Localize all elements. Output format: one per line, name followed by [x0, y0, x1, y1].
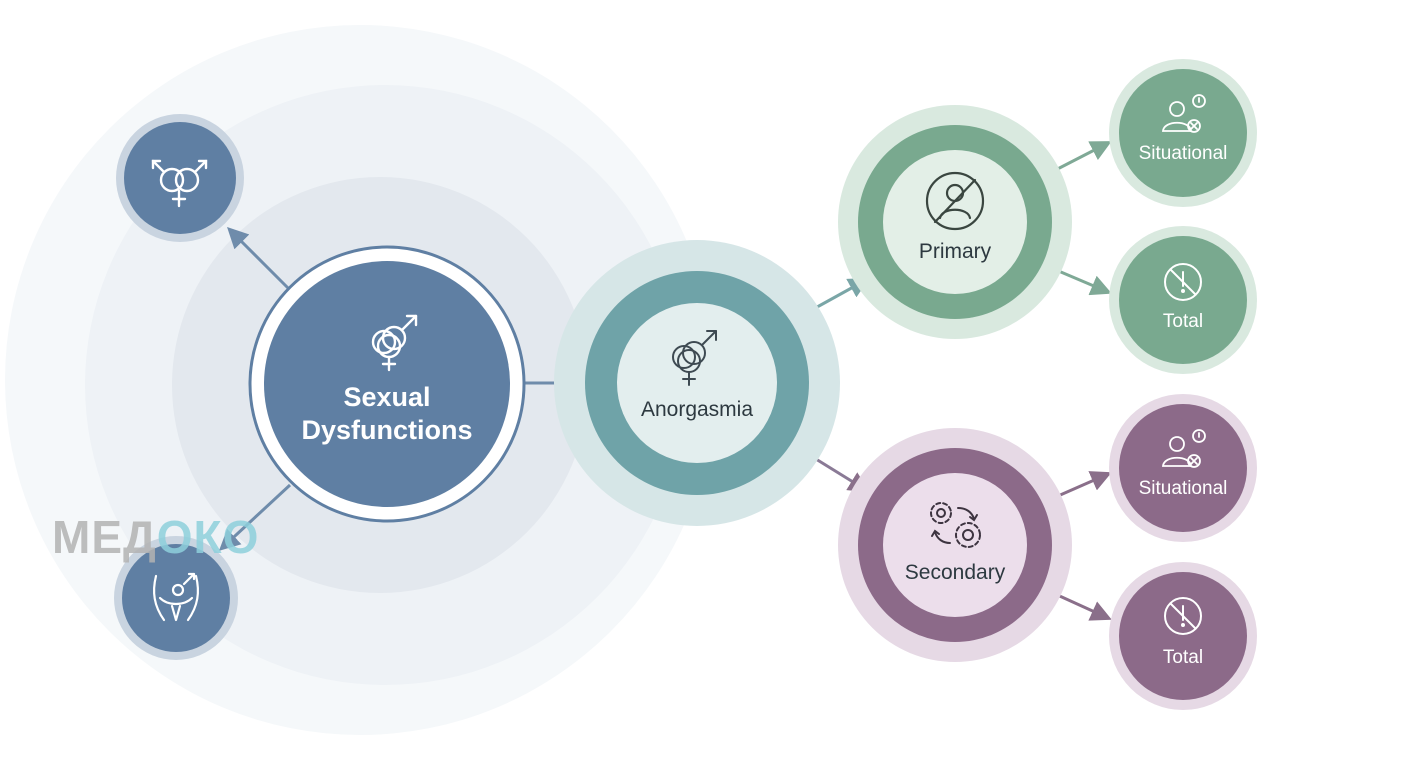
- prohibited-alert-icon: [1164, 597, 1202, 635]
- secondary-node: Secondary: [838, 428, 1072, 662]
- side-node-top: [116, 114, 244, 242]
- primary-total-label: Total: [1163, 311, 1203, 332]
- side-node-bottom: [114, 536, 238, 660]
- gears-cycle-icon: [930, 502, 981, 548]
- primary-total-node: Total: [1109, 226, 1257, 374]
- watermark-logo: МЕДОКО: [52, 510, 259, 564]
- secondary-situational-label: Situational: [1139, 478, 1228, 499]
- prohibited-alert-icon: [1164, 263, 1202, 301]
- arrow-root-to-side-top: [227, 227, 292, 292]
- watermark-part1: МЕД: [52, 511, 157, 563]
- secondary-total-label: Total: [1163, 647, 1203, 668]
- hub-label: Anorgasmia: [641, 398, 753, 421]
- watermark-part2: ОКО: [156, 511, 260, 563]
- crossed-person-icon: [925, 171, 985, 231]
- secondary-situational-node: Situational: [1109, 394, 1257, 542]
- primary-situational-node: Situational: [1109, 59, 1257, 207]
- root-node: Sexual Dysfunctions: [248, 245, 526, 523]
- primary-node: Primary: [838, 105, 1072, 339]
- primary-situational-label: Situational: [1139, 143, 1228, 164]
- transgender-symbol-icon: [151, 159, 208, 208]
- pelvis-icon: [153, 572, 199, 622]
- secondary-total-node: Total: [1109, 562, 1257, 710]
- root-label-line1: Sexual: [343, 382, 430, 412]
- person-alert-icon: [1162, 94, 1206, 133]
- person-alert-icon: [1162, 429, 1206, 468]
- root-label-line2: Dysfunctions: [301, 415, 472, 445]
- primary-label: Primary: [919, 240, 992, 263]
- hub-node: Anorgasmia: [554, 240, 840, 526]
- arrow-root-to-side-bottom: [218, 483, 292, 551]
- secondary-label: Secondary: [905, 561, 1006, 584]
